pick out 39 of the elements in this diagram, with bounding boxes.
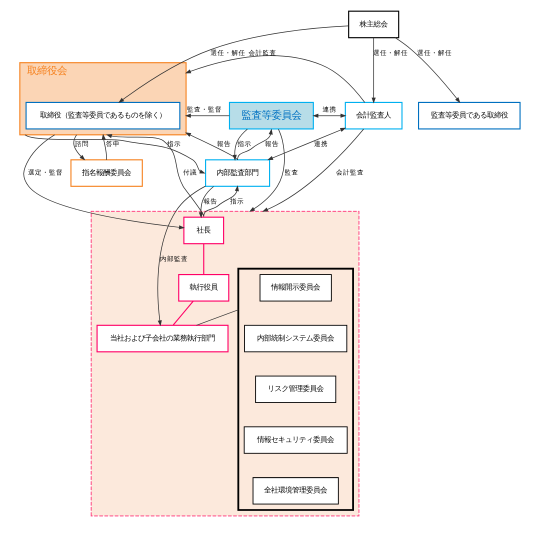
arrow xyxy=(198,186,214,218)
arrow xyxy=(202,185,238,217)
node-box: 執行役員 xyxy=(178,274,229,302)
arrow xyxy=(118,26,348,103)
arrow xyxy=(72,134,85,160)
node-box: 情報セキュリティ委員会 xyxy=(243,426,348,454)
node-box: 内部統制システム委員会 xyxy=(244,324,347,352)
arrow xyxy=(262,128,364,212)
cluster xyxy=(236,268,354,511)
node-box: 社長 xyxy=(182,216,224,244)
node-box: 監査等委員会 xyxy=(228,102,314,130)
node-box: 株主総会 xyxy=(348,10,399,38)
arrow xyxy=(156,186,206,326)
node-box: リスク管理委員会 xyxy=(254,376,336,404)
arrow xyxy=(232,128,248,161)
node-box: 全社環境管理委員会 xyxy=(252,477,338,505)
arrow xyxy=(236,128,272,160)
connector xyxy=(196,309,238,326)
node-box: 当社および子会社の業務執行部門 xyxy=(96,324,228,352)
arrow xyxy=(394,37,460,104)
arrow xyxy=(266,128,346,160)
node-box: 監査等委員である取締役 xyxy=(417,102,520,130)
node-box: 会計監査人 xyxy=(344,102,402,130)
connector xyxy=(172,300,194,326)
connector xyxy=(202,244,204,274)
arrow xyxy=(184,114,230,118)
arrow xyxy=(22,134,184,230)
node-box: 指名報酬委員会 xyxy=(70,159,142,187)
node-box: 情報開示委員会 xyxy=(259,274,332,302)
arrow xyxy=(184,55,365,103)
arrow xyxy=(248,128,284,212)
arrow xyxy=(312,114,346,118)
arrow xyxy=(371,38,376,104)
node-box: 内部監査部門 xyxy=(204,159,270,187)
arrow xyxy=(184,132,238,160)
node-box: 取締役（監査等委員であるものを除く） xyxy=(25,102,180,130)
arrow xyxy=(101,134,106,160)
arrow xyxy=(24,134,206,174)
arrow xyxy=(106,134,204,217)
